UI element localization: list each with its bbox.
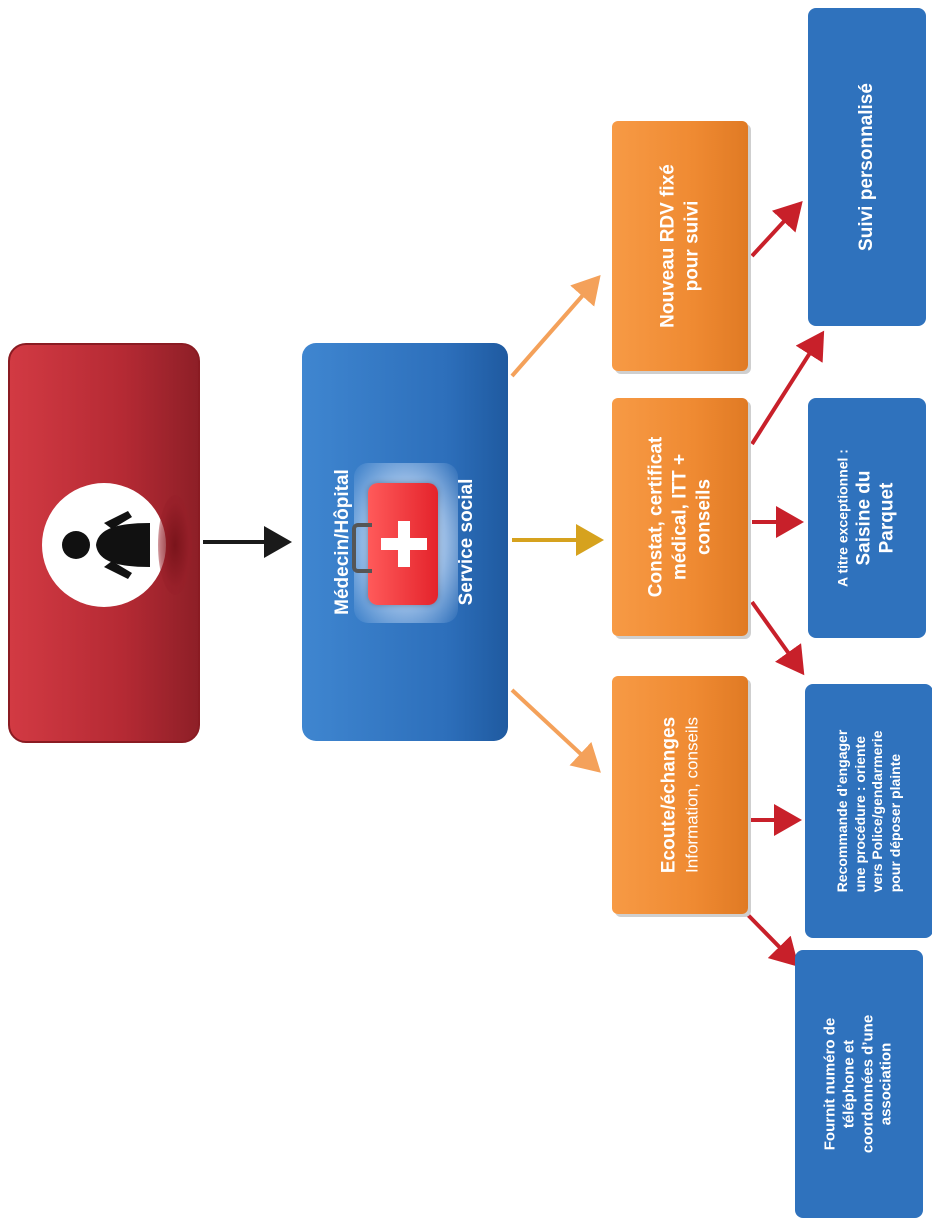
suivi-box: Suivi personnalisé xyxy=(808,8,926,326)
constat-line-3: conseils xyxy=(692,478,714,556)
rdv-line-2: pour suivi xyxy=(681,200,702,292)
arrow-rdv-to-suivi xyxy=(750,201,803,258)
association-text: Fournit numéro de téléphone et coordonné… xyxy=(822,1015,897,1153)
parquet-line-1: A titre exceptionnel : xyxy=(834,449,851,587)
association-line-2: téléphone et xyxy=(840,1039,858,1129)
parquet-line-2: Saisine du xyxy=(853,470,874,566)
medical-line-2: Service social xyxy=(456,478,478,606)
person-silhouette-icon xyxy=(42,483,166,607)
constat-line-1: Constat, certificat xyxy=(645,436,667,598)
association-line-3: coordonnées d’une xyxy=(859,1014,876,1154)
association-line-4: association xyxy=(877,1042,895,1126)
ecoute-box: Ecoute/échanges Information, conseils xyxy=(612,676,748,914)
procedure-line-4: pour déposer plainte xyxy=(886,753,903,893)
rdv-text: Nouveau RDV fixé pour suivi xyxy=(656,164,704,328)
procedure-line-2: une procédure : oriente xyxy=(851,735,868,893)
rdv-line-1: Nouveau RDV fixé xyxy=(657,164,679,328)
procedure-box: Recommande d’engager une procédure : ori… xyxy=(805,684,932,938)
arrow-medical-to-rdv xyxy=(510,274,601,378)
ecoute-title: Ecoute/échanges xyxy=(658,716,680,874)
medical-line-1: Médecin/Hôpital xyxy=(332,469,354,615)
association-line-1: Fournit numéro de xyxy=(821,1017,839,1151)
parquet-box: A titre exceptionnel : Saisine du Parque… xyxy=(808,398,926,638)
constat-line-2: médical, ITT + xyxy=(669,453,691,581)
constat-box: Constat, certificat médical, ITT + conse… xyxy=(612,398,748,636)
association-box: Fournit numéro de téléphone et coordonné… xyxy=(795,950,923,1218)
ecoute-text: Ecoute/échanges Information, conseils xyxy=(658,717,703,873)
arrow-constat-to-suivi xyxy=(750,330,825,446)
procedure-line-3: vers Police/gendarmerie xyxy=(869,730,885,893)
constat-text: Constat, certificat médical, ITT + conse… xyxy=(644,437,715,597)
medical-label-2: Service social xyxy=(455,479,479,606)
parquet-line-3: Parquet xyxy=(876,482,898,554)
victim-shadow xyxy=(158,495,192,595)
procedure-line-1: Recommande d’engager xyxy=(834,729,850,893)
procedure-text: Recommande d’engager une procédure : ori… xyxy=(834,730,904,893)
rdv-box: Nouveau RDV fixé pour suivi xyxy=(612,121,748,371)
suivi-line-1: Suivi personnalisé xyxy=(856,83,878,251)
arrow-constat-to-procedure xyxy=(750,600,805,676)
victim-box xyxy=(8,343,200,743)
parquet-text: A titre exceptionnel : Saisine du Parque… xyxy=(835,449,900,587)
arrow-medical-to-ecoute xyxy=(510,688,601,773)
medical-box: Médecin/Hôpital Service social xyxy=(302,343,508,741)
ecoute-subtitle: Information, conseils xyxy=(682,717,702,873)
arrow-ecoute-to-association xyxy=(746,913,799,967)
suivi-text: Suivi personnalisé xyxy=(855,83,879,251)
first-aid-kit-icon xyxy=(352,463,458,623)
